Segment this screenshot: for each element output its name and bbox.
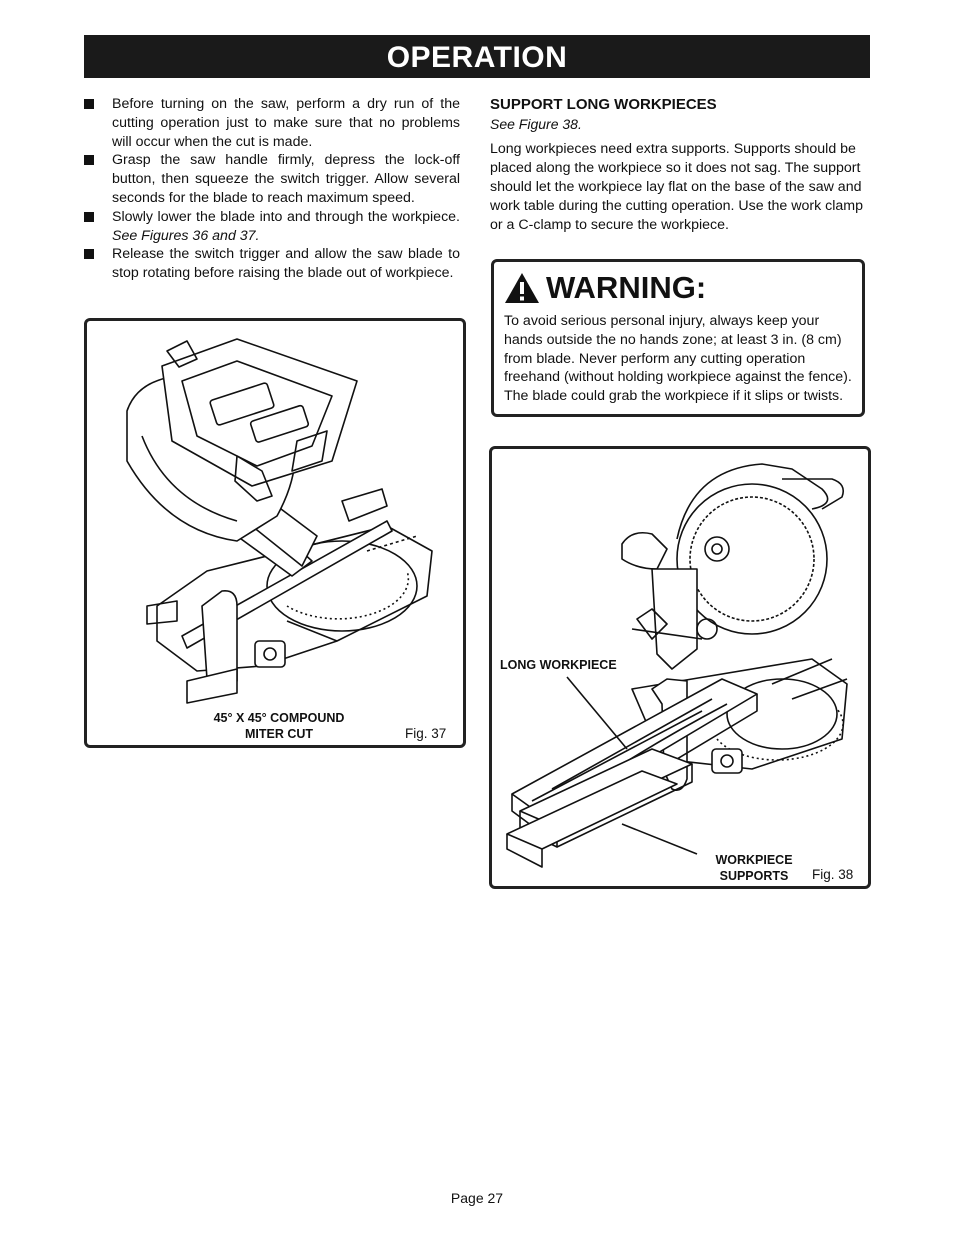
- figure-37: 45° X 45° COMPOUND MITER CUT Fig. 37: [84, 318, 466, 748]
- miter-saw-long-workpiece-illustration: [506, 463, 848, 868]
- section-body: Long workpieces need extra supports. Sup…: [490, 141, 864, 233]
- page-number: Page 27: [450, 1190, 504, 1206]
- figure-reference: See Figure 38.: [490, 116, 582, 132]
- support-section: SUPPORT LONG WORKPIECES See Figure 38. L…: [490, 95, 870, 235]
- figure-38: LONG WORKPIECE WORKPIECE SUPPORTS Fig. 3…: [489, 446, 871, 889]
- bullet-square-icon: [84, 211, 94, 222]
- bullet-square-icon: [84, 99, 94, 109]
- warning-triangle-icon: [505, 273, 539, 303]
- list-item: Release the switch trigger and allow the…: [84, 245, 460, 283]
- figure-label-workpiece-supports: WORKPIECE SUPPORTS: [715, 853, 793, 883]
- operation-steps: Before turning on the saw, perform a dry…: [84, 95, 460, 283]
- bullet-square-icon: [84, 249, 94, 260]
- list-item: Slowly lower the blade into and through …: [84, 208, 460, 246]
- warning-header: WARNING:: [504, 270, 852, 306]
- list-item: Before turning on the saw, perform a dry…: [84, 95, 460, 151]
- warning-title: WARNING:: [546, 270, 707, 305]
- figure-label: 45° X 45° COMPOUND MITER CUT: [213, 711, 345, 741]
- miter-saw-compound-illustration: [126, 338, 433, 704]
- figure-caption: Fig. 37: [405, 726, 447, 741]
- figure-reference: See Figures 36 and 37.: [112, 227, 260, 244]
- section-heading: SUPPORT LONG WORKPIECES: [490, 96, 717, 113]
- figure-label-long-workpiece: LONG WORKPIECE: [500, 658, 617, 672]
- page-title: OPERATION: [84, 35, 870, 78]
- warning-text: To avoid serious personal injury, always…: [504, 313, 852, 405]
- list-item: Grasp the saw handle firmly, depress the…: [84, 151, 460, 207]
- warning-box: WARNING: To avoid serious personal injur…: [491, 259, 865, 417]
- bullet-square-icon: [84, 155, 94, 166]
- figure-caption: Fig. 38: [812, 867, 854, 882]
